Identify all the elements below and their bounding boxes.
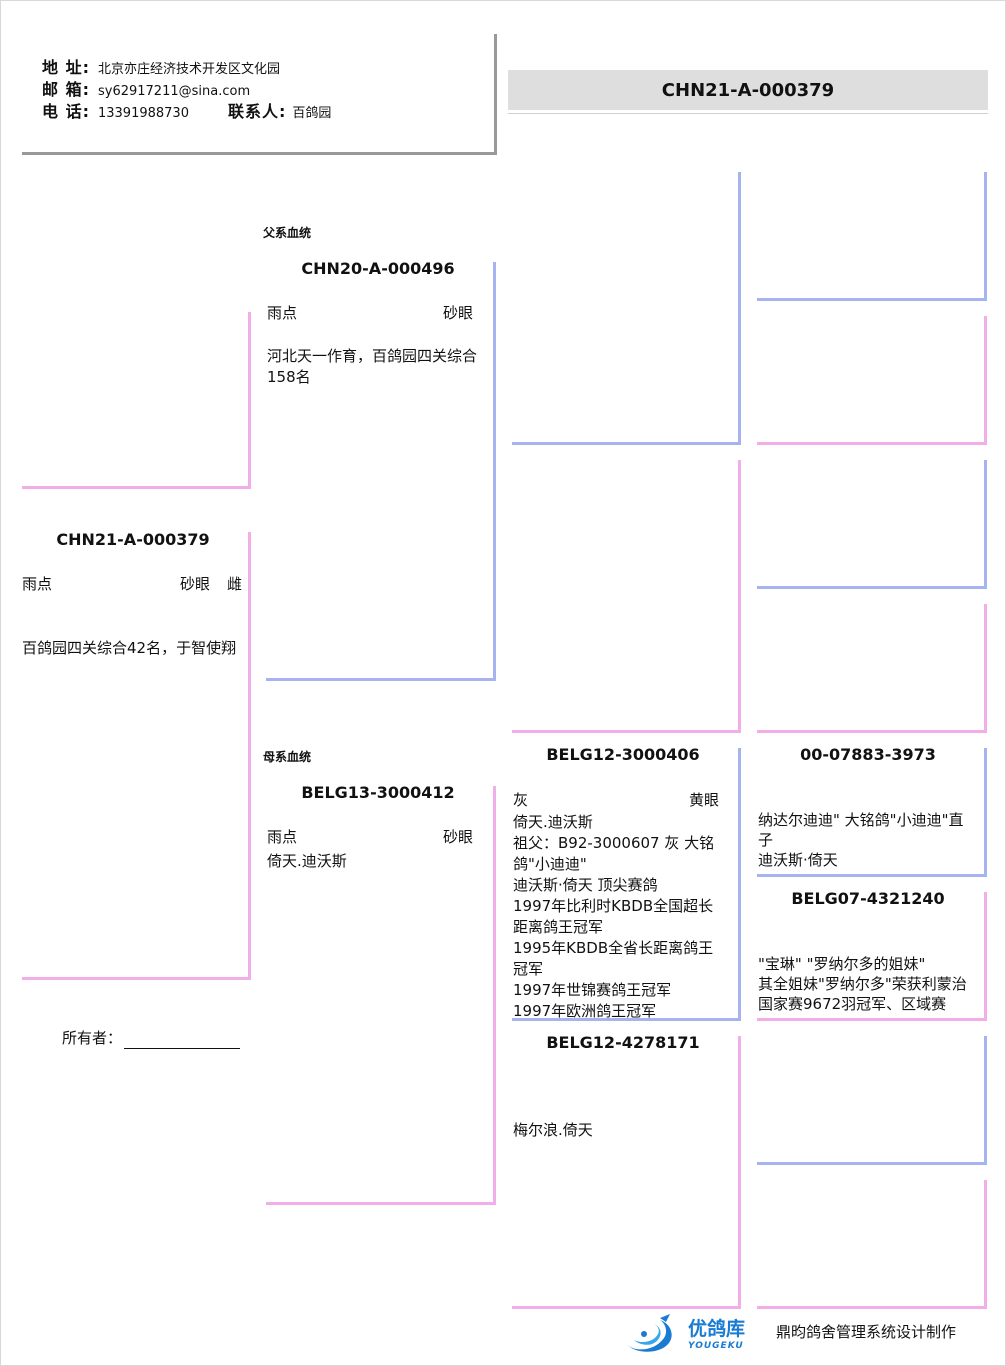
sire-sire-bracket bbox=[512, 172, 741, 445]
dam-sire-note-line: 倚天.迪沃斯 bbox=[513, 813, 593, 831]
sire-color: 雨点 bbox=[267, 304, 298, 322]
subject-traits: 雨点 砂眼 雌 bbox=[22, 574, 244, 595]
sire-eye: 砂眼 bbox=[442, 304, 473, 322]
dam-sire-note-line: 祖父：B92-3000607 灰 大铭鸽"小迪迪" bbox=[513, 834, 715, 873]
gen4-bracket-1 bbox=[757, 172, 987, 301]
dam-section-label: 母系血统 bbox=[263, 750, 312, 764]
dam-sire-ring: BELG12-3000406 bbox=[546, 745, 700, 764]
dam-ring: BELG13-3000412 bbox=[301, 783, 455, 802]
dam-sire-sire-note-line: 迪沃斯·倚天 bbox=[758, 851, 838, 869]
header-ring-band: CHN21-A-000379 bbox=[508, 70, 988, 110]
dam-traits: 雨点 砂眼 bbox=[267, 826, 473, 847]
dam-sire-dam-ring: BELG07-4321240 bbox=[791, 889, 945, 908]
dam-dam-note: 梅尔浪.倚天 bbox=[513, 1121, 593, 1139]
dam-sire-bracket bbox=[512, 748, 741, 1021]
subject-lower-bracket bbox=[22, 532, 251, 980]
sire-note: 河北天一作育，百鸽园四关综合158名 bbox=[267, 347, 478, 386]
dam-sire-sire-notes: 纳达尔迪迪" 大铭鸽"小迪迪"直子 迪沃斯·倚天 bbox=[758, 810, 970, 870]
email-label: 邮 箱: bbox=[42, 80, 90, 99]
contact-box bbox=[22, 34, 497, 155]
logo-english: YOUGEKU bbox=[688, 1341, 744, 1351]
gen4-bracket-5 bbox=[757, 748, 987, 877]
gen4-bracket-2 bbox=[757, 316, 987, 445]
dam-sire-dam-note-line: "宝琳" "罗纳尔多的姐妹" bbox=[758, 955, 926, 973]
owner-label: 所有者： bbox=[62, 1029, 123, 1047]
sire-section-label: 父系血统 bbox=[263, 226, 312, 240]
contact-person-label: 联系人: bbox=[227, 102, 287, 121]
contact-person-value: 百鸽园 bbox=[292, 106, 332, 121]
dam-sire-sire-note-line: 纳达尔迪迪" 大铭鸽"小迪迪"直子 bbox=[758, 811, 964, 849]
dam-color: 雨点 bbox=[267, 828, 298, 846]
gen4-bracket-4 bbox=[757, 604, 987, 733]
subject-note: 百鸽园四关综合42名，于智使翔 bbox=[22, 639, 237, 657]
dam-sire-color: 灰 bbox=[513, 791, 529, 809]
subject-ring: CHN21-A-000379 bbox=[56, 530, 210, 549]
sire-ring: CHN20-A-000496 bbox=[301, 259, 455, 278]
address-value: 北京亦庄经济技术开发区文化园 bbox=[97, 62, 280, 77]
gen4-bracket-8 bbox=[757, 1180, 987, 1309]
sire-dam-bracket bbox=[512, 460, 741, 733]
dam-bracket bbox=[266, 786, 496, 1205]
footer-credit: 鼎昀鸽舍管理系统设计制作 bbox=[776, 1323, 957, 1341]
dam-sire-note-line: 迪沃斯·倚天 顶尖赛鸽 bbox=[513, 876, 658, 894]
dam-sire-traits: 灰 黄眼 bbox=[513, 789, 719, 810]
gen4-bracket-3 bbox=[757, 460, 987, 589]
dam-eye: 砂眼 bbox=[442, 828, 473, 846]
phone-label: 电 话: bbox=[42, 102, 90, 121]
contact-info: 地 址: 北京亦庄经济技术开发区文化园 邮 箱: sy62917211@sina… bbox=[42, 54, 332, 121]
logo-chinese: 优鸽库 bbox=[688, 1318, 746, 1340]
dam-sire-note-line: 1995年KBDB全省长距离鸽王冠军 bbox=[513, 939, 714, 978]
footer: 优鸽库 YOUGEKU 鼎昀鸽舍管理系统设计制作 bbox=[620, 1312, 1000, 1358]
dam-dam-ring: BELG12-4278171 bbox=[546, 1033, 700, 1052]
subject-sex: 雌 bbox=[227, 575, 243, 593]
dam-sire-notes: 倚天.迪沃斯 祖父：B92-3000607 灰 大铭鸽"小迪迪" 迪沃斯·倚天 … bbox=[513, 812, 727, 1020]
phone-value: 13391988730 bbox=[97, 106, 189, 121]
subject-color: 雨点 bbox=[22, 575, 53, 593]
dam-sire-sire-ring: 00-07883-3973 bbox=[800, 745, 936, 764]
subject-eye: 砂眼 bbox=[180, 575, 211, 593]
header-band-divider bbox=[508, 113, 988, 114]
dam-sire-note-line: 1997年欧洲鸽王冠军 bbox=[513, 1002, 657, 1020]
gen4-bracket-6 bbox=[757, 892, 987, 1021]
dam-sire-eye: 黄眼 bbox=[688, 791, 719, 809]
email-value: sy62917211@sina.com bbox=[97, 84, 251, 99]
owner-blank[interactable] bbox=[124, 1032, 241, 1049]
address-label: 地 址: bbox=[42, 58, 90, 77]
gen4-bracket-7 bbox=[757, 1036, 987, 1165]
dam-sire-note-line: 1997年比利时KBDB全国超长距离鸽王冠军 bbox=[513, 897, 714, 936]
subject-upper-bracket bbox=[22, 312, 251, 489]
sire-bracket bbox=[266, 262, 496, 681]
dam-sire-note-line: 1997年世锦赛鸽王冠军 bbox=[513, 981, 672, 999]
dam-sire-dam-note-line: 其全姐妹"罗纳尔多"荣获利蒙治国家赛9672羽冠军、区域赛 bbox=[758, 975, 967, 1013]
sire-traits: 雨点 砂眼 bbox=[267, 302, 473, 323]
logo-wordmark: 优鸽库 YOUGEKU bbox=[688, 1314, 745, 1351]
dam-sire-dam-notes: "宝琳" "罗纳尔多的姐妹" 其全姐妹"罗纳尔多"荣获利蒙治国家赛9672羽冠军… bbox=[758, 954, 972, 1018]
dam-note: 倚天.迪沃斯 bbox=[267, 852, 347, 870]
dam-dam-bracket bbox=[512, 1036, 741, 1309]
swirl-logo-icon bbox=[626, 1314, 672, 1352]
owner-line: 所有者： bbox=[62, 1028, 241, 1049]
